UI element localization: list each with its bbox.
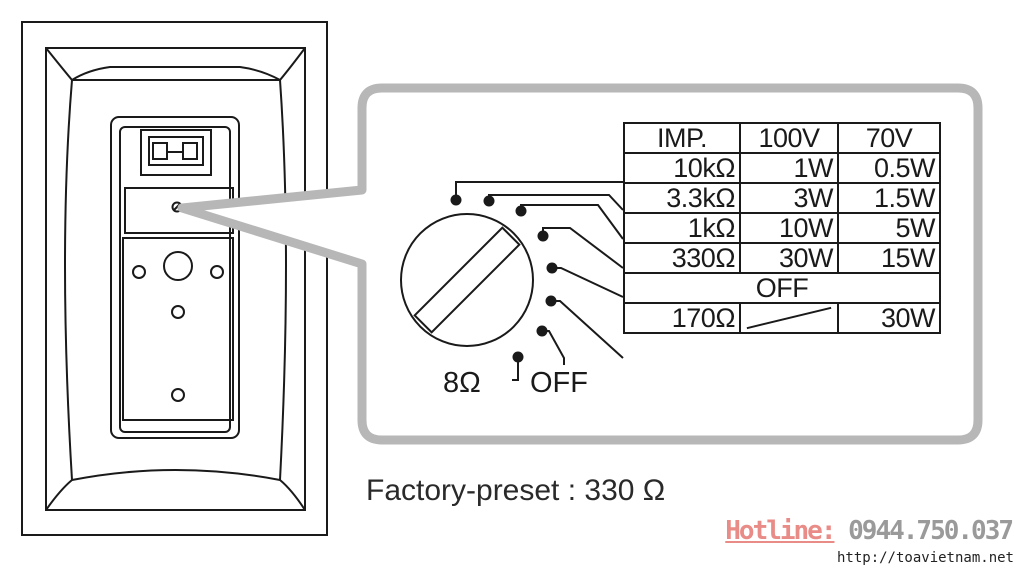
cell-70v: 0.5W [837,152,941,184]
back-panel-inner [119,126,231,433]
label-off: OFF [530,367,588,399]
cell-off: OFF [623,272,941,304]
table-row: 170Ω 30W [623,302,941,334]
label-8-ohm: 8Ω [443,367,481,399]
table-off-row: OFF [623,272,941,304]
hotline-label: Hotline: [725,516,836,546]
factory-preset-note: Factory-preset : 330 Ω [366,474,666,507]
header-100v: 100V [739,122,839,154]
cell-70v: 5W [837,212,941,244]
header-imp: IMP. [623,122,741,154]
cell-100v-na [739,302,839,334]
table-header-row: IMP. 100V 70V [623,122,941,154]
cell-imp: 3.3kΩ [623,182,741,214]
website-link[interactable]: http://toavietnam.net [836,550,1014,566]
speaker-inner-front [64,66,287,482]
back-panel [110,116,240,439]
table-row: 330Ω 30W 15W [623,242,941,274]
hotline-number: 0944.750.037 [848,516,1014,546]
cell-imp: 170Ω [623,302,741,334]
terminal-block [140,129,212,176]
speaker-bottom-curve [45,479,306,511]
impedance-table: IMP. 100V 70V 10kΩ 1W 0.5W 3.3kΩ 3W 1.5W… [623,122,941,334]
cell-100v: 1W [739,152,839,184]
cell-70v: 15W [837,242,941,274]
table-row: 3.3kΩ 3W 1.5W [623,182,941,214]
header-70v: 70V [837,122,941,154]
leader-lines [455,181,624,381]
speaker-housing [21,21,328,536]
cell-100v: 10W [739,212,839,244]
cell-70v: 1.5W [837,182,941,214]
speaker-top-curve [45,47,306,81]
rotary-selector [400,213,534,347]
table-row: 10kΩ 1W 0.5W [623,152,941,184]
cell-100v: 3W [739,182,839,214]
cell-70v: 30W [837,302,941,334]
cell-imp: 10kΩ [623,152,741,184]
cell-imp: 330Ω [623,242,741,274]
lower-plate [122,237,234,421]
cell-imp: 1kΩ [623,212,741,244]
table-row: 1kΩ 10W 5W [623,212,941,244]
hotline: Hotline: 0944.750.037 [725,516,1014,546]
cell-100v: 30W [739,242,839,274]
diagonal-line [746,306,832,330]
